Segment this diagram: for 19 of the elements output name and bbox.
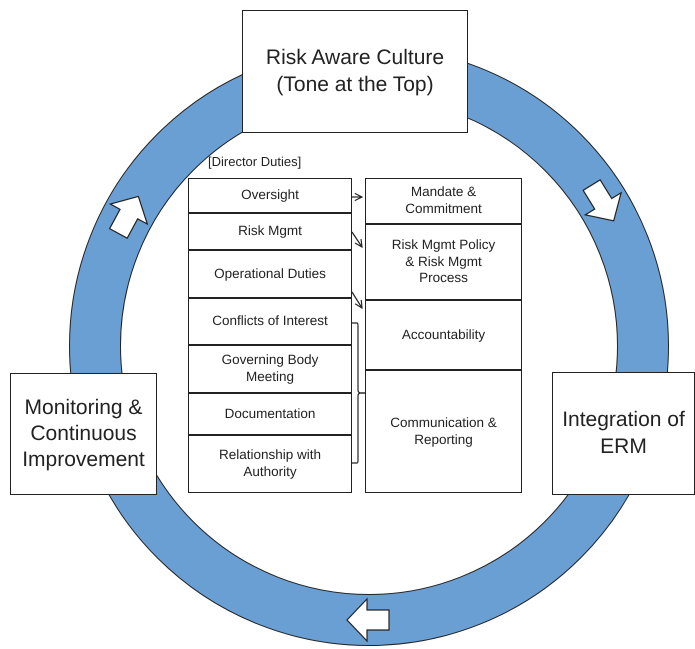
duty-box: Conflicts of Interest [188, 298, 352, 345]
arrow [352, 292, 363, 309]
bracket-connector [352, 392, 365, 464]
duty-box: Communication & Reporting [365, 370, 522, 493]
duty-box: Documentation [188, 393, 352, 435]
duty-box: Risk Mgmt Policy & Risk Mgmt Process [365, 224, 522, 300]
arrow [352, 192, 363, 202]
duty-box: Accountability [365, 300, 522, 370]
duty-box: Oversight [188, 178, 352, 213]
arrow [352, 232, 363, 248]
duty-box: Relationship with Authority [188, 435, 352, 493]
stage-box: Monitoring & Continuous Improvement [10, 373, 157, 495]
duty-box: Governing Body Meeting [188, 345, 352, 393]
duty-box: Risk Mgmt [188, 213, 352, 250]
stage-box: Risk Aware Culture (Tone at the Top) [242, 10, 468, 133]
duty-box: Mandate & Commitment [365, 178, 522, 224]
duty-box: Operational Duties [188, 250, 352, 298]
column-heading: [Director Duties] [208, 153, 302, 171]
stage-box: Integration of ERM [552, 372, 695, 495]
